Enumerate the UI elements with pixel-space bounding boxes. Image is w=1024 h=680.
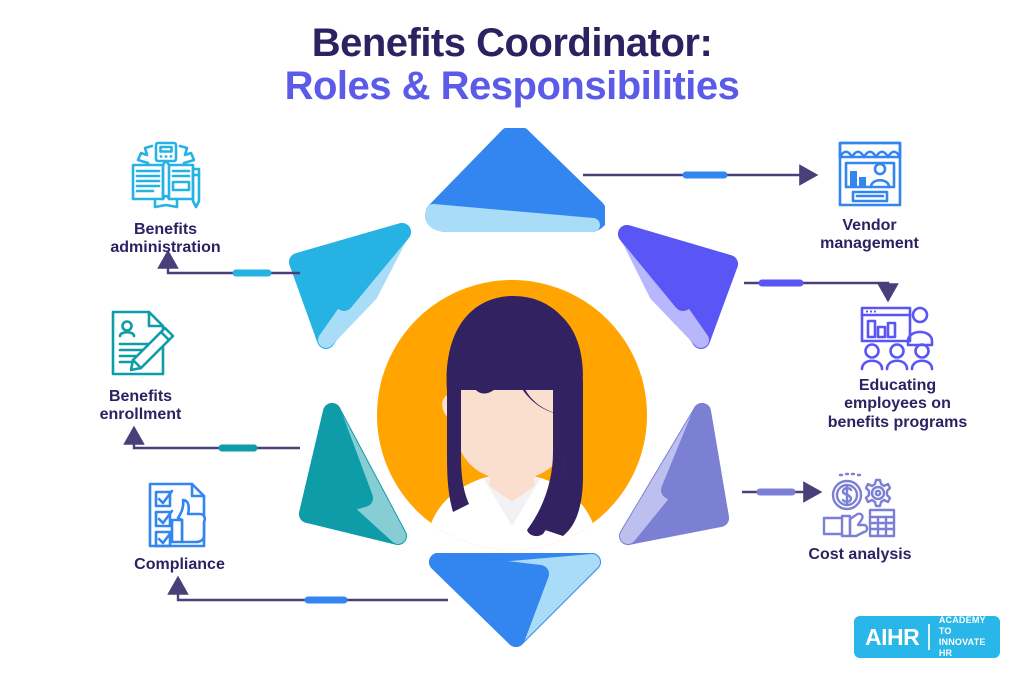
ledger-book-icon: [131, 141, 200, 209]
node-cost-analysis[interactable]: Cost analysis: [760, 470, 960, 564]
logo-tagline: ACADEMY TO INNOVATE HR: [938, 614, 986, 659]
petal-lower-left: [292, 398, 422, 558]
node-label: Benefits enrollment: [99, 388, 182, 424]
petal-upper-left: [284, 222, 414, 355]
node-label: Compliance: [134, 556, 225, 573]
connector-benefits-enrollment: [123, 425, 300, 452]
node-label: Benefits administration: [110, 221, 221, 257]
petal-upper-right: [613, 222, 743, 355]
training-presentation-icon: [860, 306, 933, 371]
document-pencil-icon: [111, 310, 174, 376]
node-compliance[interactable]: Compliance: [72, 480, 287, 574]
center-illustration: [377, 280, 647, 550]
node-label: Cost analysis: [808, 546, 912, 563]
connector-compliance: [167, 575, 448, 604]
logo-wordmark: AIHR: [865, 623, 920, 650]
dollar-gear-calculator-icon: [822, 472, 896, 538]
coordinator-portrait-icon: [425, 296, 599, 550]
node-benefits-enrollment[interactable]: Benefits enrollment: [48, 306, 233, 425]
petal-bottom: [420, 548, 610, 658]
node-vendor-management[interactable]: Vendor management: [762, 139, 977, 254]
petal-top: [425, 125, 609, 238]
title-line-2: Roles & Responsibilities: [284, 64, 740, 109]
node-benefits-administration[interactable]: Benefits administration: [58, 139, 273, 258]
node-label: Vendor management: [820, 217, 919, 253]
node-educating-employees[interactable]: Educating employees on benefits programs: [790, 305, 1005, 432]
petal-lower-right: [608, 398, 753, 558]
logo-divider: [928, 624, 930, 650]
title-line-1: Benefits Coordinator:: [311, 21, 713, 65]
page-title: Benefits Coordinator: Roles & Responsibi…: [0, 21, 1024, 109]
aihr-logo[interactable]: AIHR ACADEMY TO INNOVATE HR: [854, 614, 1000, 659]
storefront-icon: [838, 141, 901, 207]
checklist-thumbsup-icon: [148, 482, 206, 548]
connector-educating-employees: [744, 279, 899, 303]
orange-circle-backdrop: [377, 280, 647, 550]
node-label: Educating employees on benefits programs: [827, 377, 968, 431]
